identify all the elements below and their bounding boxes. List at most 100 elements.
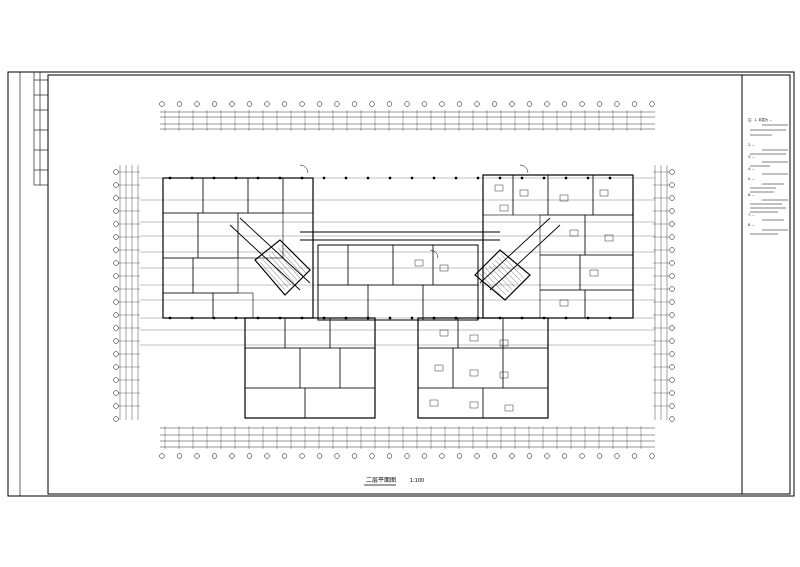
axis-bubble — [113, 247, 119, 253]
furniture-symbol — [519, 189, 529, 197]
furniture-symbol — [434, 364, 444, 372]
grid-axis-markers — [113, 101, 675, 459]
left-title-strip — [19, 72, 48, 496]
room-outline — [317, 284, 369, 321]
column-marker — [586, 316, 590, 320]
axis-bubble — [351, 453, 358, 459]
room-outline — [304, 387, 376, 419]
axis-bubble — [334, 101, 340, 107]
axis-bubble — [669, 260, 675, 266]
column-marker — [190, 316, 194, 320]
axis-bubble — [509, 453, 515, 459]
note-line: 8. … — [748, 223, 755, 227]
room-outline — [482, 174, 514, 216]
axis-bubble — [194, 101, 200, 107]
axis-bubble — [421, 101, 428, 107]
room-outline — [539, 254, 581, 291]
axis-bubble — [113, 390, 119, 396]
room-outline — [452, 347, 504, 389]
axis-bubble — [669, 416, 675, 422]
axis-bubble — [669, 338, 675, 344]
axis-bubble — [113, 364, 119, 370]
furniture-symbol — [469, 401, 479, 409]
column-marker — [608, 176, 612, 180]
axis-bubble — [113, 377, 119, 383]
column-marker — [520, 316, 524, 320]
axis-bubble — [579, 101, 585, 107]
axis-bubble — [439, 453, 445, 459]
room-outline — [422, 284, 479, 321]
sheet-border — [7, 71, 795, 497]
column-marker — [410, 316, 414, 320]
axis-bubble — [649, 101, 655, 107]
stair-tread — [494, 259, 519, 285]
furniture-symbol — [499, 339, 509, 347]
axis-bubble — [474, 101, 480, 107]
column-marker — [278, 176, 282, 180]
axis-bubble — [669, 390, 675, 396]
axis-bubble — [561, 101, 568, 107]
axis-bubble — [113, 299, 119, 305]
column-marker — [498, 316, 502, 320]
column-marker — [212, 316, 216, 320]
drawing-scale: 1:100 — [410, 478, 424, 484]
axis-bubble — [246, 453, 253, 459]
room-outline — [237, 212, 284, 259]
axis-bubble — [211, 101, 218, 107]
stair-tread — [262, 259, 289, 288]
axis-bubble — [316, 101, 323, 107]
axis-bubble — [113, 260, 119, 266]
room-outline — [347, 244, 394, 286]
room-outline — [339, 347, 376, 389]
column-marker — [168, 176, 172, 180]
room-outline — [457, 317, 504, 349]
furniture-symbol — [499, 371, 509, 379]
axis-bubble — [159, 453, 165, 459]
right-stair-core — [474, 249, 531, 301]
axis-bubble — [113, 351, 119, 357]
axis-bubble — [456, 101, 463, 107]
column-marker — [322, 316, 326, 320]
note-line: 5. … — [748, 177, 755, 181]
right-wing-outline — [482, 174, 634, 319]
axis-bubble — [669, 364, 675, 370]
axis-bubble — [281, 453, 288, 459]
axis-bubble — [509, 101, 515, 107]
axis-bubble — [299, 101, 305, 107]
room-outline — [212, 292, 254, 319]
room-outline — [162, 257, 194, 294]
central-corridor-block — [317, 244, 479, 321]
axis-bubble — [159, 101, 165, 107]
column-marker — [432, 316, 436, 320]
column-marker — [300, 316, 304, 320]
column-marker — [190, 176, 194, 180]
room-outline — [432, 244, 479, 286]
drawing-frame — [47, 74, 791, 495]
stair-tread — [491, 262, 516, 287]
room-outline — [417, 347, 454, 389]
axis-bubble — [386, 101, 393, 107]
axis-bubble — [264, 453, 270, 459]
axis-bubble — [631, 101, 638, 107]
note-line: 4. … — [748, 167, 755, 171]
room-outline — [247, 177, 284, 214]
furniture-symbol — [469, 369, 479, 377]
furniture-symbol — [494, 184, 504, 192]
stair-tread — [277, 247, 304, 276]
column-marker — [608, 316, 612, 320]
axis-bubble — [669, 377, 675, 383]
axis-bubble — [113, 312, 119, 318]
door-swing — [429, 249, 439, 259]
left-stair-core — [254, 239, 311, 296]
column-marker — [168, 316, 172, 320]
column-marker — [454, 316, 458, 320]
axis-bubble — [113, 403, 119, 409]
axis-bubble — [229, 101, 235, 107]
axis-bubble — [316, 453, 323, 459]
room-outline — [417, 387, 484, 419]
axis-bubble — [176, 101, 183, 107]
axis-bubble — [669, 403, 675, 409]
axis-bubble — [404, 453, 410, 459]
note-line: 7. … — [748, 213, 755, 217]
furniture-symbol — [504, 404, 514, 412]
